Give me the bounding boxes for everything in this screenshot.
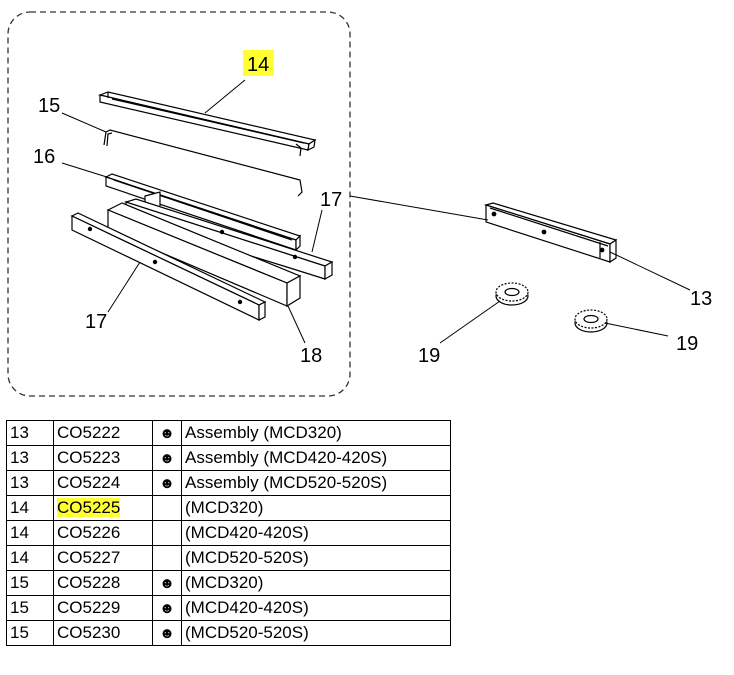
part-code-text: CO5227: [57, 548, 121, 567]
part-19-roller-b: [574, 309, 608, 333]
part-description: (MCD420-420S): [181, 520, 451, 546]
table-row: 14 CO5227 (MCD520-520S): [6, 545, 451, 571]
smiley-icon: ☻: [152, 470, 182, 496]
part-description: Assembly (MCD520-520S): [181, 470, 451, 496]
mark-cell: [152, 495, 182, 521]
parts-table: 13 CO5222 ☻ Assembly (MCD320) 13 CO5223 …: [6, 420, 451, 646]
callout-19-left: 19: [418, 345, 440, 367]
callout-14-highlight: [243, 50, 274, 76]
table-row: 13 CO5222 ☻ Assembly (MCD320): [6, 420, 451, 446]
part-description: (MCD320): [181, 495, 451, 521]
part-17-rear-strip: [123, 198, 334, 281]
table-row: 15 CO5230 ☻ (MCD520-520S): [6, 620, 451, 646]
table-row: 14 CO5225 (MCD320): [6, 495, 451, 521]
smiley-icon: ☻: [152, 420, 182, 446]
callout-13: 13: [690, 288, 712, 310]
part-13-assembly: [483, 202, 618, 264]
ref-number: 13: [6, 470, 54, 496]
table-row: 15 CO5229 ☻ (MCD420-420S): [6, 595, 451, 621]
smiley-icon: ☻: [152, 445, 182, 471]
part-code: CO5229: [53, 595, 153, 621]
part-code-text: CO5228: [57, 573, 121, 592]
part-description: Assembly (MCD420-420S): [181, 445, 451, 471]
mark-cell: [152, 545, 182, 571]
leader-lines: [61, 79, 691, 344]
part-code-text: CO5223: [57, 448, 121, 467]
part-code: CO5223: [53, 445, 153, 471]
part-15-rod: [103, 129, 303, 197]
ref-number: 15: [6, 570, 54, 596]
part-description: (MCD420-420S): [181, 595, 451, 621]
mark-cell: [152, 520, 182, 546]
part-description: (MCD320): [181, 570, 451, 596]
smiley-icon: ☻: [152, 570, 182, 596]
part-code-text: CO5226: [57, 523, 121, 542]
part-17-front-strip: [70, 212, 267, 321]
part-code-text: CO5222: [57, 423, 121, 442]
ref-number: 13: [6, 420, 54, 446]
ref-number: 13: [6, 445, 54, 471]
callout-16: 16: [33, 146, 55, 168]
part-code: CO5224: [53, 470, 153, 496]
part-code: CO5226: [53, 520, 153, 546]
part-description: (MCD520-520S): [181, 620, 451, 646]
callout-14: 14: [247, 54, 269, 76]
table-row: 13 CO5224 ☻ Assembly (MCD520-520S): [6, 470, 451, 496]
part-18-square-bar: [106, 202, 302, 308]
callout-17-upper: 17: [320, 189, 342, 211]
part-code-text: CO5224: [57, 473, 121, 492]
table-row: 13 CO5223 ☻ Assembly (MCD420-420S): [6, 445, 451, 471]
part-description: (MCD520-520S): [181, 545, 451, 571]
table-row: 14 CO5226 (MCD420-420S): [6, 520, 451, 546]
part-14-rail: [97, 91, 317, 157]
dashed-group-box: [7, 11, 351, 397]
part-code-text: CO5229: [57, 598, 121, 617]
ref-number: 15: [6, 620, 54, 646]
smiley-icon: ☻: [152, 620, 182, 646]
part-code: CO5227: [53, 545, 153, 571]
ref-number: 15: [6, 595, 54, 621]
part-code: CO5228: [53, 570, 153, 596]
part-description: Assembly (MCD320): [181, 420, 451, 446]
part-code-text: CO5230: [57, 623, 121, 642]
callout-19-right: 19: [676, 333, 698, 355]
callout-15: 15: [38, 95, 60, 117]
part-19-roller-a: [495, 282, 529, 306]
table-row: 15 CO5228 ☻ (MCD320): [6, 570, 451, 596]
part-16-channel: [104, 173, 302, 252]
ref-number: 14: [6, 495, 54, 521]
callout-18: 18: [300, 345, 322, 367]
ref-number: 14: [6, 520, 54, 546]
parts-table-body: 13 CO5222 ☻ Assembly (MCD320) 13 CO5223 …: [6, 420, 451, 646]
exploded-parts-diagram: 14 15 16 17 17 18 13 19 19: [7, 11, 712, 397]
callout-17-lower: 17: [85, 311, 107, 333]
part-code: CO5222: [53, 420, 153, 446]
part-code: CO5230: [53, 620, 153, 646]
smiley-icon: ☻: [152, 595, 182, 621]
part-code: CO5225: [53, 495, 153, 521]
ref-number: 14: [6, 545, 54, 571]
part-code-text-highlighted: CO5225: [57, 498, 121, 517]
